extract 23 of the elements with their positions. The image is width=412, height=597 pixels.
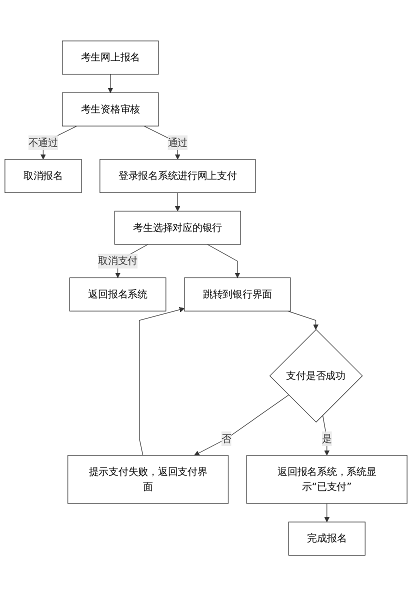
node-box: 考生选择对应的银行 — [114, 211, 241, 246]
arrow — [108, 74, 114, 94]
arrow — [207, 244, 240, 278]
arrow — [288, 311, 318, 330]
node-box: 完成报名 — [288, 522, 366, 556]
node-box: 考生资格审核 — [62, 92, 159, 127]
node-box: 登录报名系统进行网上支付 — [100, 159, 256, 194]
arrow — [324, 504, 330, 523]
arrow — [194, 395, 289, 456]
edge-label: 不通过 — [28, 136, 58, 149]
edge-label: 取消支付 — [98, 255, 138, 268]
node-diamond: 支付是否成功 — [269, 330, 363, 423]
node-box: 提示支付失败，返回支付界面 — [68, 455, 229, 504]
arrow — [174, 192, 180, 212]
node-box: 考生网上报名 — [62, 41, 159, 75]
edge-label: 否 — [221, 432, 232, 445]
edge-label: 是 — [322, 432, 332, 445]
edge-label: 通过 — [168, 136, 188, 149]
node-box: 返回报名系统 — [69, 278, 166, 312]
node-box: 取消报名 — [4, 159, 82, 194]
node-box: 跳转到银行界面 — [184, 278, 291, 312]
arrow — [139, 307, 185, 456]
node-box: 返回报名系统，系统显示“已支付” — [246, 455, 408, 504]
